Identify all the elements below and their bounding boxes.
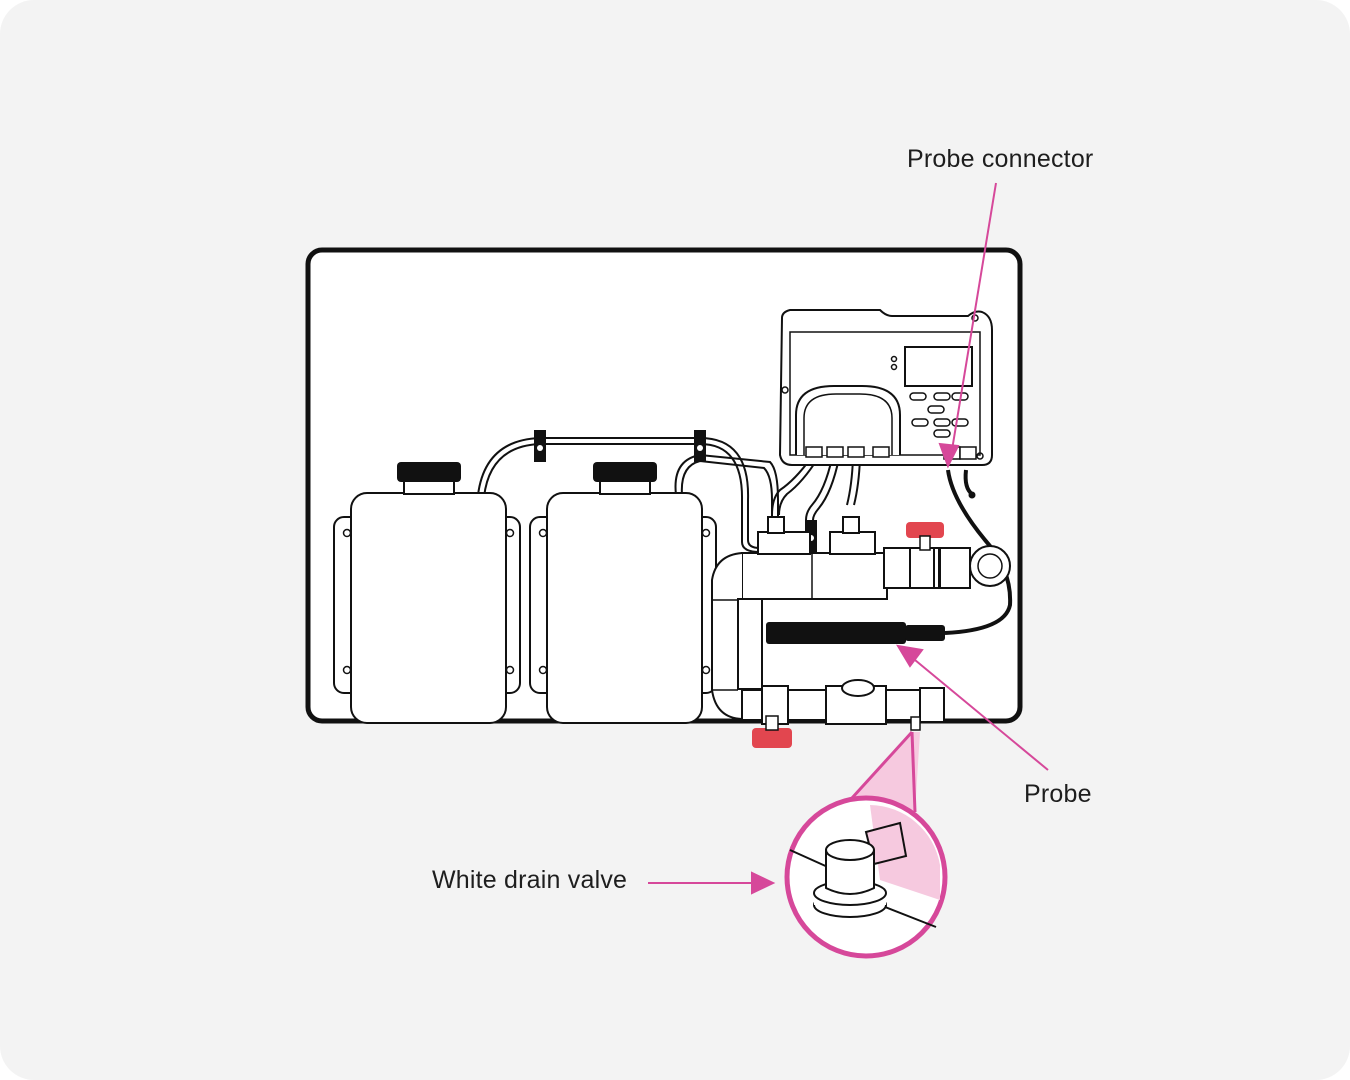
red-valve-handle-bottom <box>752 715 792 748</box>
drain-valve-magnified <box>813 821 908 918</box>
label-probe: Probe <box>1024 780 1092 808</box>
label-probe-connector: Probe connector <box>907 145 1094 173</box>
drain-valve-zoom-callout <box>784 730 948 959</box>
white-drain-valve-small <box>910 716 921 731</box>
tube-clip-2 <box>694 430 706 462</box>
label-leader-lines <box>648 182 1049 895</box>
probe-arrowhead <box>896 644 924 668</box>
pipe-manifold <box>711 516 971 725</box>
red-valve-handle-top <box>906 522 944 551</box>
chemical-tank-right <box>529 462 717 724</box>
chemical-tank-left <box>333 462 521 724</box>
tube-clip-1 <box>534 430 546 462</box>
peristaltic-pump-head <box>795 385 901 455</box>
label-white-drain-valve: White drain valve <box>432 866 628 894</box>
controller-display <box>904 346 973 387</box>
controller-unit <box>778 309 993 466</box>
union-bottom <box>841 679 875 697</box>
connector-arrowhead <box>938 442 960 469</box>
drain-arrowhead <box>751 871 776 895</box>
probe <box>766 622 945 644</box>
union-top-right <box>969 545 1011 587</box>
